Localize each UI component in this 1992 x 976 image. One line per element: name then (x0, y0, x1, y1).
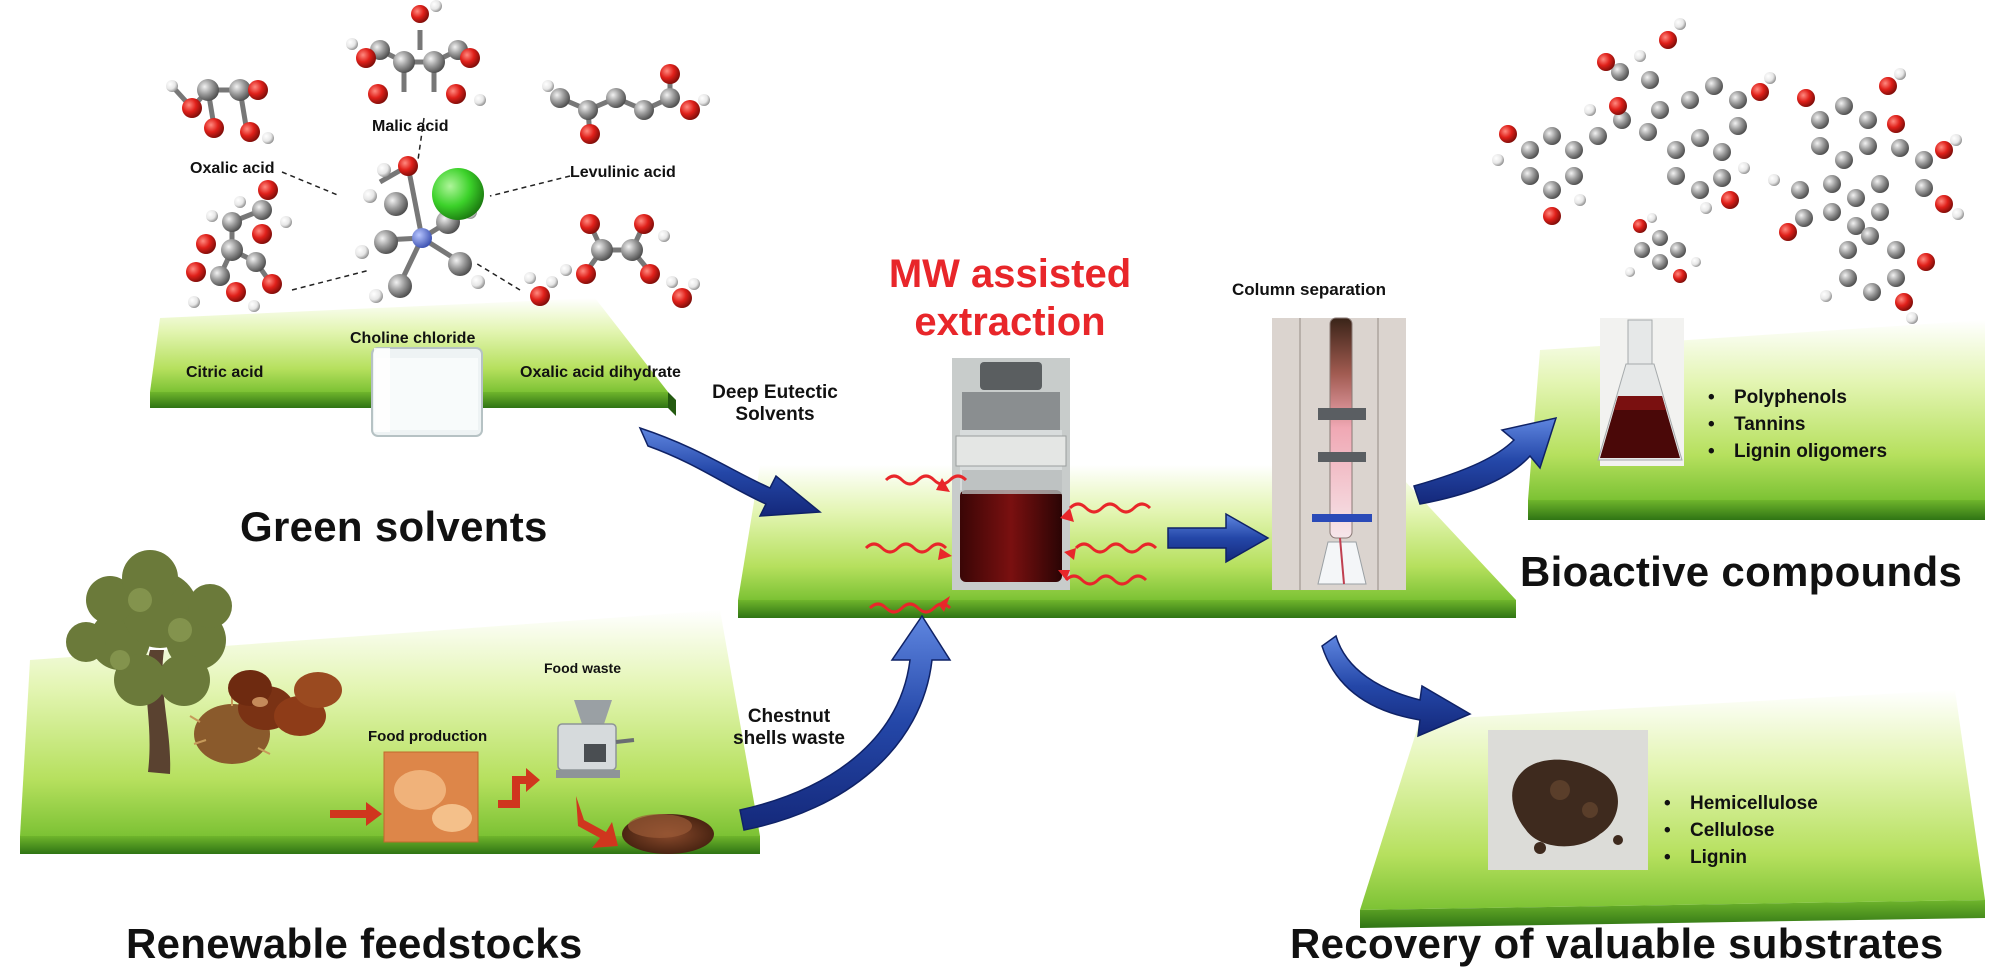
des-label-line2: Solvents (735, 404, 815, 425)
polyphenol-molecules (1492, 18, 1964, 324)
mw-title-line2: extraction (914, 300, 1106, 344)
flask-icon (1597, 318, 1684, 466)
section-title-green-solvents: Green solvents (240, 503, 548, 550)
food-production-label: Food production (368, 728, 488, 745)
arrow-extraction-to-column (1167, 512, 1270, 564)
oxalic-acid-label: Oxalic acid (190, 160, 275, 177)
chestnut-label-line2: shells waste (733, 728, 845, 749)
arrow-feedstock-to-extraction (739, 614, 952, 831)
section-title-recovery: Recovery of valuable substrates (1290, 920, 1944, 967)
mw-extraction-title: MW assisted extraction (860, 250, 1160, 346)
bioactive-item-tannins: Tannins (1708, 411, 1887, 438)
levulinic-acid-label: Levulinic acid (570, 164, 676, 181)
beaker-icon (371, 347, 483, 437)
chlorine-atom (432, 168, 484, 220)
mw-title-line1: MW assisted (888, 252, 1132, 296)
chestnut-label-line1: Chestnut (747, 706, 831, 727)
malic-acid-molecule (346, 0, 486, 106)
des-label: Deep Eutectic Solvents (700, 382, 850, 426)
substrate-list: Hemicellulose Cellulose Lignin (1664, 790, 1818, 871)
column-icon (1272, 317, 1406, 590)
microwave-wave-icon (864, 474, 1158, 614)
citric-acid-molecule (186, 180, 292, 312)
choline-connector-lines (281, 117, 571, 291)
choline-chloride-label: Choline chloride (350, 330, 476, 347)
chestnut-waste-label: Chestnut shells waste (714, 706, 864, 750)
bioactive-item-polyphenols: Polyphenols (1708, 384, 1887, 411)
food-production-image (383, 751, 479, 843)
chestnut-icon (189, 670, 342, 764)
arrow-column-to-recovery (1321, 634, 1472, 738)
red-process-arrows (330, 768, 618, 848)
grinder-icon (556, 700, 635, 778)
choline-chloride-molecule (355, 156, 485, 303)
section-title-renewable-feedstocks: Renewable feedstocks (126, 920, 583, 967)
tree-icon (66, 550, 232, 774)
recovered-solids-image (1488, 730, 1648, 870)
oxalic-acid-dihydrate-molecule (524, 214, 700, 308)
substrate-item-hemicellulose: Hemicellulose (1664, 790, 1818, 817)
substrate-item-lignin: Lignin (1664, 844, 1818, 871)
substrate-item-cellulose: Cellulose (1664, 817, 1818, 844)
vial-icon (952, 358, 1070, 590)
malic-acid-label: Malic acid (372, 118, 449, 135)
arrow-column-to-bioactive (1413, 416, 1558, 505)
section-title-bioactive-compounds: Bioactive compounds (1520, 548, 1963, 595)
chestnut-shell-waste-pile (622, 814, 714, 854)
column-separation-label: Column separation (1232, 280, 1386, 299)
arrow-solvents-to-extraction (638, 426, 822, 517)
oxalic-acid-molecule (166, 79, 274, 144)
des-label-line1: Deep Eutectic (712, 382, 838, 403)
citric-acid-label: Citric acid (186, 364, 264, 381)
food-waste-label: Food waste (544, 660, 622, 676)
bioactive-item-lignin-oligomers: Lignin oligomers (1708, 438, 1887, 465)
bioactive-list: Polyphenols Tannins Lignin oligomers (1708, 384, 1887, 465)
levulinic-acid-molecule (542, 64, 710, 144)
oxalic-acid-dihydrate-label: Oxalic acid dihydrate (520, 364, 681, 381)
